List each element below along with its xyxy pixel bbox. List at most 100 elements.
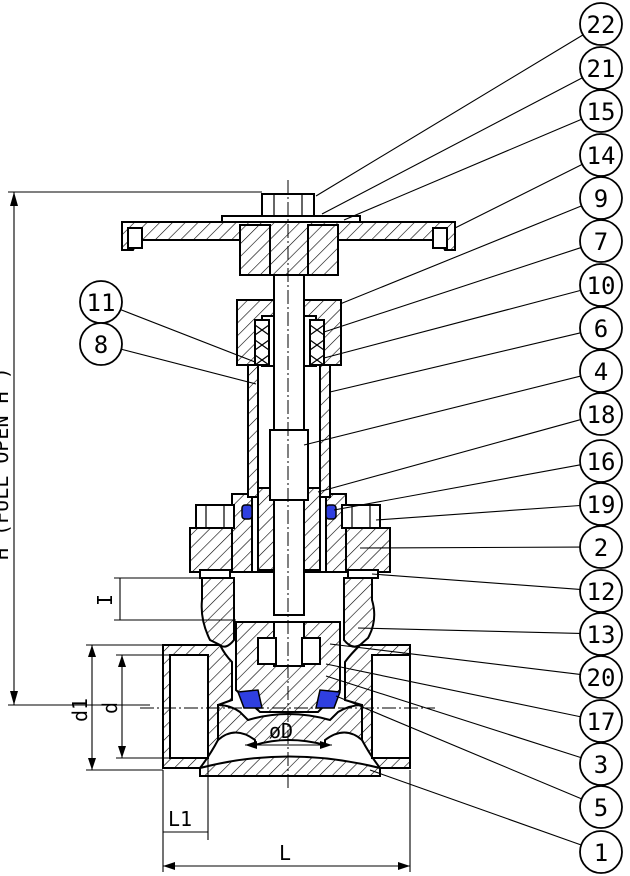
balloon-label: 19 bbox=[587, 491, 616, 519]
balloon-label: 14 bbox=[587, 142, 616, 170]
dim-phid-label: øD bbox=[269, 719, 293, 743]
leader-20 bbox=[329, 643, 581, 676]
leader-14 bbox=[454, 163, 583, 229]
balloon-label: 22 bbox=[587, 11, 616, 39]
leader-2 bbox=[359, 546, 581, 549]
balloon-circle bbox=[579, 2, 623, 46]
balloon-circle bbox=[579, 785, 623, 829]
balloon-circle bbox=[579, 133, 623, 177]
balloon-circle bbox=[579, 699, 623, 743]
balloon-label: 4 bbox=[594, 358, 608, 386]
balloon-8: 8 bbox=[79, 322, 123, 366]
balloon-circle bbox=[579, 655, 623, 699]
balloon-circle bbox=[79, 322, 123, 366]
balloon-label: 1 bbox=[594, 839, 608, 867]
balloon-7: 7 bbox=[579, 219, 623, 263]
balloon-17: 17 bbox=[579, 699, 623, 743]
leader-9 bbox=[339, 205, 582, 305]
dim-height-label: H (FULL OPEN H ) bbox=[0, 367, 13, 560]
leader-16 bbox=[333, 464, 581, 511]
leader-15 bbox=[343, 118, 582, 221]
balloon-label: 18 bbox=[587, 401, 616, 429]
leader-6 bbox=[329, 332, 581, 393]
balloon-3: 3 bbox=[579, 742, 623, 786]
leader-10 bbox=[323, 289, 581, 359]
balloon-label: 17 bbox=[587, 708, 616, 736]
balloon-circle bbox=[579, 482, 623, 526]
dim-d1-label: d1 bbox=[68, 698, 92, 722]
leader-19 bbox=[375, 504, 581, 521]
balloon-circle bbox=[579, 612, 623, 656]
leader-22 bbox=[315, 34, 584, 197]
balloon-circle bbox=[579, 219, 623, 263]
balloon-circle bbox=[579, 569, 623, 613]
leader-4 bbox=[303, 375, 581, 446]
balloon-label: 11 bbox=[87, 289, 116, 317]
balloon-circle bbox=[579, 263, 623, 307]
dim-l-label: L bbox=[279, 841, 291, 865]
stem bbox=[269, 214, 309, 616]
balloon-label: 15 bbox=[587, 98, 616, 126]
balloon-circle bbox=[579, 46, 623, 90]
balloon-circle bbox=[579, 306, 623, 350]
balloon-label: 12 bbox=[587, 578, 616, 606]
leader-12 bbox=[371, 573, 581, 590]
balloon-circle bbox=[579, 439, 623, 483]
dim-l1-label: L1 bbox=[168, 807, 192, 831]
balloon-label: 6 bbox=[594, 315, 608, 343]
valve-body bbox=[162, 577, 411, 777]
leader-5 bbox=[335, 695, 582, 800]
balloon-1: 1 bbox=[579, 830, 623, 874]
balloon-label: 5 bbox=[594, 794, 608, 822]
balloon-circle bbox=[579, 89, 623, 133]
leader-13 bbox=[357, 627, 581, 635]
leader-17 bbox=[325, 663, 581, 718]
balloon-label: 10 bbox=[587, 272, 616, 300]
balloon-label: 20 bbox=[587, 664, 616, 692]
balloon-19: 19 bbox=[579, 482, 623, 526]
dimension-lines bbox=[8, 191, 411, 872]
balloon-circle bbox=[579, 525, 623, 569]
balloon-2: 2 bbox=[579, 525, 623, 569]
balloon-label: 9 bbox=[594, 185, 608, 213]
leader-11 bbox=[120, 309, 256, 363]
leader-3 bbox=[325, 675, 582, 759]
balloon-circle bbox=[579, 176, 623, 220]
balloon-label: 8 bbox=[94, 331, 108, 359]
balloon-22: 22 bbox=[579, 2, 623, 46]
balloon-14: 14 bbox=[579, 133, 623, 177]
balloon-10: 10 bbox=[579, 263, 623, 307]
balloon-4: 4 bbox=[579, 349, 623, 393]
leader-18 bbox=[317, 419, 581, 493]
balloon-label: 7 bbox=[594, 228, 608, 256]
balloon-21: 21 bbox=[579, 46, 623, 90]
balloon-12: 12 bbox=[579, 569, 623, 613]
balloon-circle bbox=[579, 392, 623, 436]
dim-i-label: I bbox=[93, 594, 117, 606]
balloon-9: 9 bbox=[579, 176, 623, 220]
balloon-20: 20 bbox=[579, 655, 623, 699]
balloon-16: 16 bbox=[579, 439, 623, 483]
balloon-label: 2 bbox=[594, 534, 608, 562]
balloon-leaders bbox=[120, 34, 584, 846]
balloon-circle bbox=[579, 742, 623, 786]
leader-21 bbox=[321, 77, 583, 215]
balloon-label: 21 bbox=[587, 55, 616, 83]
leader-7 bbox=[323, 247, 582, 333]
dim-d-label: d bbox=[98, 702, 122, 714]
balloon-18: 18 bbox=[579, 392, 623, 436]
balloon-5: 5 bbox=[579, 785, 623, 829]
balloon-circle bbox=[579, 830, 623, 874]
balloon-circle bbox=[579, 349, 623, 393]
leader-8 bbox=[121, 348, 257, 385]
balloon-label: 3 bbox=[594, 751, 608, 779]
leader-1 bbox=[369, 769, 582, 846]
balloon-13: 13 bbox=[579, 612, 623, 656]
balloon-11: 11 bbox=[79, 280, 123, 324]
balloon-6: 6 bbox=[579, 306, 623, 350]
balloon-15: 15 bbox=[579, 89, 623, 133]
balloon-label: 13 bbox=[587, 621, 616, 649]
balloon-label: 16 bbox=[587, 448, 616, 476]
